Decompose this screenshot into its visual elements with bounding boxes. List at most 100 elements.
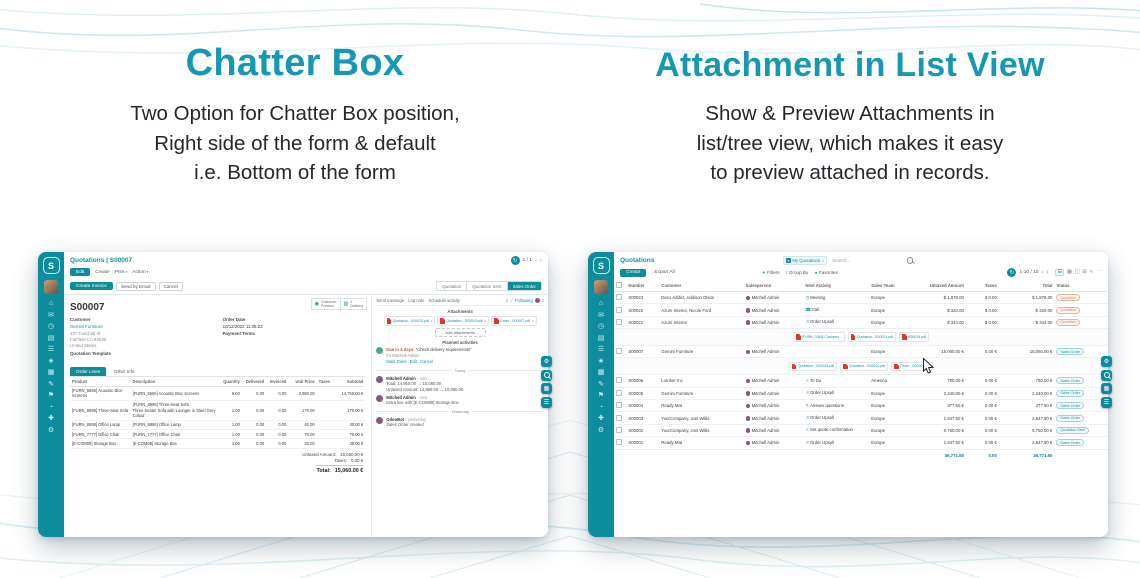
quotation-row[interactable]: S00022 Azure Interior, Nicole Ford Mitch… [614, 303, 1108, 317]
apps-grid-icon[interactable]: ▦ [541, 383, 552, 394]
search-facet[interactable]: ▼ My Quotations × [782, 256, 827, 265]
next-activity-cell[interactable]: ☎Call [803, 303, 870, 317]
follower-avatar[interactable] [534, 298, 540, 303]
column-header[interactable]: Status [1054, 280, 1108, 292]
app-logo[interactable]: S [592, 257, 610, 274]
next-activity-cell[interactable]: ↗Order Upsell [803, 411, 870, 425]
column-header[interactable]: Subtotal [330, 377, 366, 387]
add-attachments-button[interactable]: Add attachments [434, 327, 486, 337]
gear-icon[interactable]: ⚙ [1101, 356, 1112, 367]
column-header[interactable]: Number [626, 280, 660, 292]
attachment-chip[interactable]: [FURN_0269] Customiz... [793, 332, 845, 342]
row-checkbox[interactable] [616, 377, 622, 384]
column-header[interactable]: Salesperson [743, 280, 804, 292]
column-header[interactable]: Quantity [219, 377, 242, 387]
order-date-value[interactable]: 10/12/2022 11:05:23 [222, 324, 263, 329]
next-activity-cell[interactable] [803, 345, 870, 359]
schedule-activity-link[interactable]: Schedule activity [428, 298, 460, 303]
sidebar-app-icon[interactable]: ✎ [598, 380, 604, 388]
sidebar-app-icon[interactable]: ✚ [598, 415, 604, 422]
attachment-chip[interactable]: Quotation - S00010.pdf × [437, 316, 490, 326]
send-by-email-button[interactable]: Send by Email [115, 281, 156, 291]
apps-grid-icon[interactable]: ▦ [1101, 383, 1112, 394]
customer-value[interactable]: Gemini Furniture [70, 324, 103, 329]
sidebar-app-icon[interactable]: ✉ [48, 311, 54, 319]
user-avatar[interactable] [594, 279, 608, 294]
status-quotation[interactable]: Quotation [437, 282, 467, 290]
sidebar-app-icon[interactable]: ▦ [597, 369, 605, 376]
quotation-template-value[interactable] [70, 358, 213, 362]
view-list-icon[interactable]: ☰ [1055, 268, 1065, 277]
quotation-row[interactable]: S00004 Ready Mat Mitchell Admin ✎Answer … [614, 399, 1108, 413]
order-line-row[interactable]: [FURN_8888] Office Lamp [FURN_8888] Offi… [70, 420, 366, 431]
refresh-button[interactable]: ↻ [510, 256, 520, 265]
column-header[interactable]: Total [998, 280, 1055, 292]
user-avatar[interactable] [44, 279, 58, 294]
send-message-link[interactable]: Send message [376, 298, 405, 303]
row-checkbox[interactable] [616, 439, 622, 446]
sidebar-app-icon[interactable]: ⌂ [598, 300, 604, 307]
status-quotation-sent[interactable]: Quotation Sent [466, 282, 507, 290]
attachment-chip[interactable]: Quotation - S00010.pdf [840, 361, 889, 372]
sidebar-app-icon[interactable]: ▤ [47, 334, 55, 342]
sidebar-app-icon[interactable]: ★ [597, 357, 605, 365]
payment-terms-value[interactable] [223, 338, 366, 342]
search-input[interactable] [829, 257, 904, 264]
view-graph-icon[interactable]: ∿ [1089, 268, 1094, 275]
favorites-menu[interactable]: ★Favorites [814, 270, 838, 275]
next-activity-cell[interactable]: ✓Set quote confirmation [803, 424, 870, 438]
order-line-row[interactable]: [FURN_7777] Office Chair [FURN_7777] Off… [70, 429, 366, 440]
quotation-row[interactable]: S00023 Deco Addict, Addison Olson Mitche… [614, 291, 1108, 305]
cancel-button[interactable]: Cancel [158, 281, 183, 291]
activity-item[interactable]: Due in 4 days: “Check delivery requireme… [376, 347, 544, 365]
sidebar-app-icon[interactable]: ✚ [48, 415, 54, 422]
sidebar-app-icon[interactable]: ✉ [598, 311, 604, 319]
attachment-chip[interactable]: Order - S00007.pdf [891, 361, 934, 372]
attachment-count[interactable]: 2 [505, 298, 509, 303]
row-checkbox[interactable] [616, 348, 622, 355]
filters-menu[interactable]: ▼Filters [762, 270, 779, 275]
tab-order-lines[interactable]: Order Lines [70, 366, 107, 376]
sidebar-app-icon[interactable]: ★ [47, 357, 55, 365]
column-header[interactable]: Next Activity [803, 280, 870, 292]
select-all-checkbox[interactable] [616, 282, 622, 288]
row-checkbox[interactable] [616, 294, 622, 301]
order-line-row[interactable]: [E-COM08] Storage Box [E-COM08] Storage … [70, 438, 366, 449]
sidebar-app-icon[interactable]: ✎ [48, 380, 54, 388]
row-checkbox[interactable] [616, 426, 622, 433]
attachment-chip[interactable]: Quotation - S00023.pdf [788, 361, 838, 372]
close-icon[interactable]: × [484, 318, 487, 323]
close-icon[interactable]: × [531, 318, 534, 323]
column-header[interactable]: Invoiced [266, 377, 289, 387]
column-header[interactable]: Description [130, 377, 220, 387]
sidebar-app-icon[interactable]: ▤ [597, 334, 605, 342]
row-checkbox[interactable] [616, 402, 622, 409]
sidebar-app-icon[interactable]: ▦ [47, 369, 55, 376]
sidebar-app-icon[interactable]: ⚑ [47, 392, 55, 399]
sidebar-app-icon[interactable]: ⌂ [48, 300, 54, 307]
follower-count[interactable]: 2 [541, 298, 544, 303]
attachment-chip[interactable]: S00019.pdf [899, 332, 929, 342]
search-icon[interactable] [1101, 369, 1112, 381]
row-checkbox[interactable] [616, 389, 622, 396]
menu-icon[interactable]: ☰ [541, 396, 552, 408]
column-header[interactable]: Taxes [965, 280, 999, 292]
pager-prev-icon[interactable]: ‹ [535, 257, 537, 264]
create-invoice-button[interactable]: Create Invoice [70, 282, 113, 290]
pager-next-icon[interactable]: › [540, 257, 542, 264]
customer-preview-button[interactable]: ◉ Customer Preview [310, 298, 341, 311]
sidebar-app-icon[interactable]: ⚑ [597, 392, 605, 399]
pager-next-icon[interactable]: › [1046, 269, 1049, 276]
column-header[interactable]: Customer [659, 280, 744, 292]
quotation-row[interactable]: S00003 YourCompany, Joel Willis Mitchell… [614, 411, 1108, 425]
create-button[interactable]: Create [95, 269, 110, 275]
status-sales-order[interactable]: Sales Order [506, 282, 541, 290]
menu-icon[interactable]: ☰ [1101, 396, 1112, 408]
sidebar-app-icon[interactable]: ⚙ [47, 426, 55, 434]
next-activity-cell[interactable]: ↗Order Upsell [803, 436, 870, 450]
attachment-chip[interactable]: Quotation - S00021.pdf [847, 332, 897, 342]
close-icon[interactable]: × [430, 318, 433, 323]
next-activity-cell[interactable]: ↗Order Upsell [803, 387, 870, 401]
sidebar-app-icon[interactable]: ◷ [47, 323, 55, 330]
sidebar-app-icon[interactable]: ◔ [48, 403, 54, 411]
